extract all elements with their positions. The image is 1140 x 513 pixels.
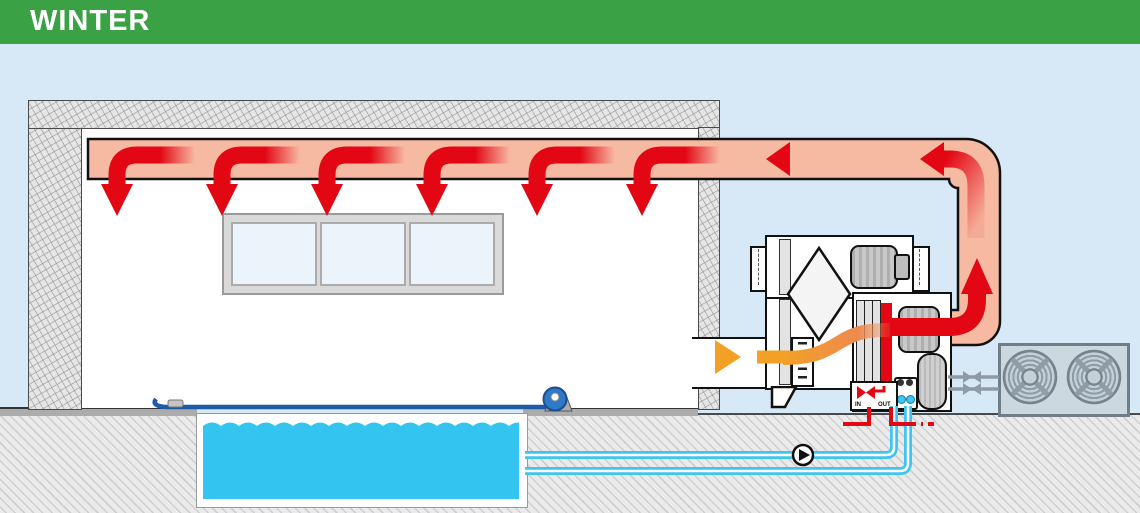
pool-water-heat-exchanger bbox=[894, 377, 918, 410]
hx-knob bbox=[906, 379, 913, 386]
building-left-wall bbox=[28, 100, 82, 410]
ahu-heating-coil bbox=[881, 303, 892, 386]
pool-water bbox=[203, 427, 519, 499]
ahu-compressor bbox=[917, 353, 947, 410]
hydraulic-in-out-box: IN OUT bbox=[850, 381, 898, 411]
ahu-coil-plate bbox=[872, 300, 881, 388]
ahu-exhaust-fan bbox=[850, 245, 898, 289]
out-label: OUT bbox=[878, 402, 891, 408]
ahu-flex-connector-left bbox=[750, 246, 769, 292]
ahu-crossflow-heat-exchanger bbox=[786, 246, 852, 342]
season-title: WINTER bbox=[30, 5, 151, 37]
hx-water-port bbox=[897, 395, 906, 404]
flex-joint-dashes bbox=[919, 249, 920, 285]
pool-water-wave bbox=[203, 422, 519, 428]
ahu-wall-duct-channel bbox=[692, 337, 766, 389]
hx-knob bbox=[897, 379, 904, 386]
ahu-supply-fan bbox=[898, 306, 940, 353]
in-label: IN bbox=[855, 402, 861, 408]
exhaust-fan-motor bbox=[894, 254, 910, 280]
ahu-louver-damper bbox=[791, 337, 814, 387]
flex-joint-dashes bbox=[758, 249, 759, 285]
header-bar: WINTER bbox=[0, 0, 1140, 44]
deck-strip-left bbox=[0, 407, 197, 416]
hx-water-port bbox=[906, 395, 915, 404]
building-ceiling bbox=[28, 100, 720, 129]
ahu-filter-upper bbox=[779, 239, 791, 295]
ahu-foot bbox=[770, 386, 798, 409]
outdoor-condenser-unit bbox=[998, 343, 1130, 417]
